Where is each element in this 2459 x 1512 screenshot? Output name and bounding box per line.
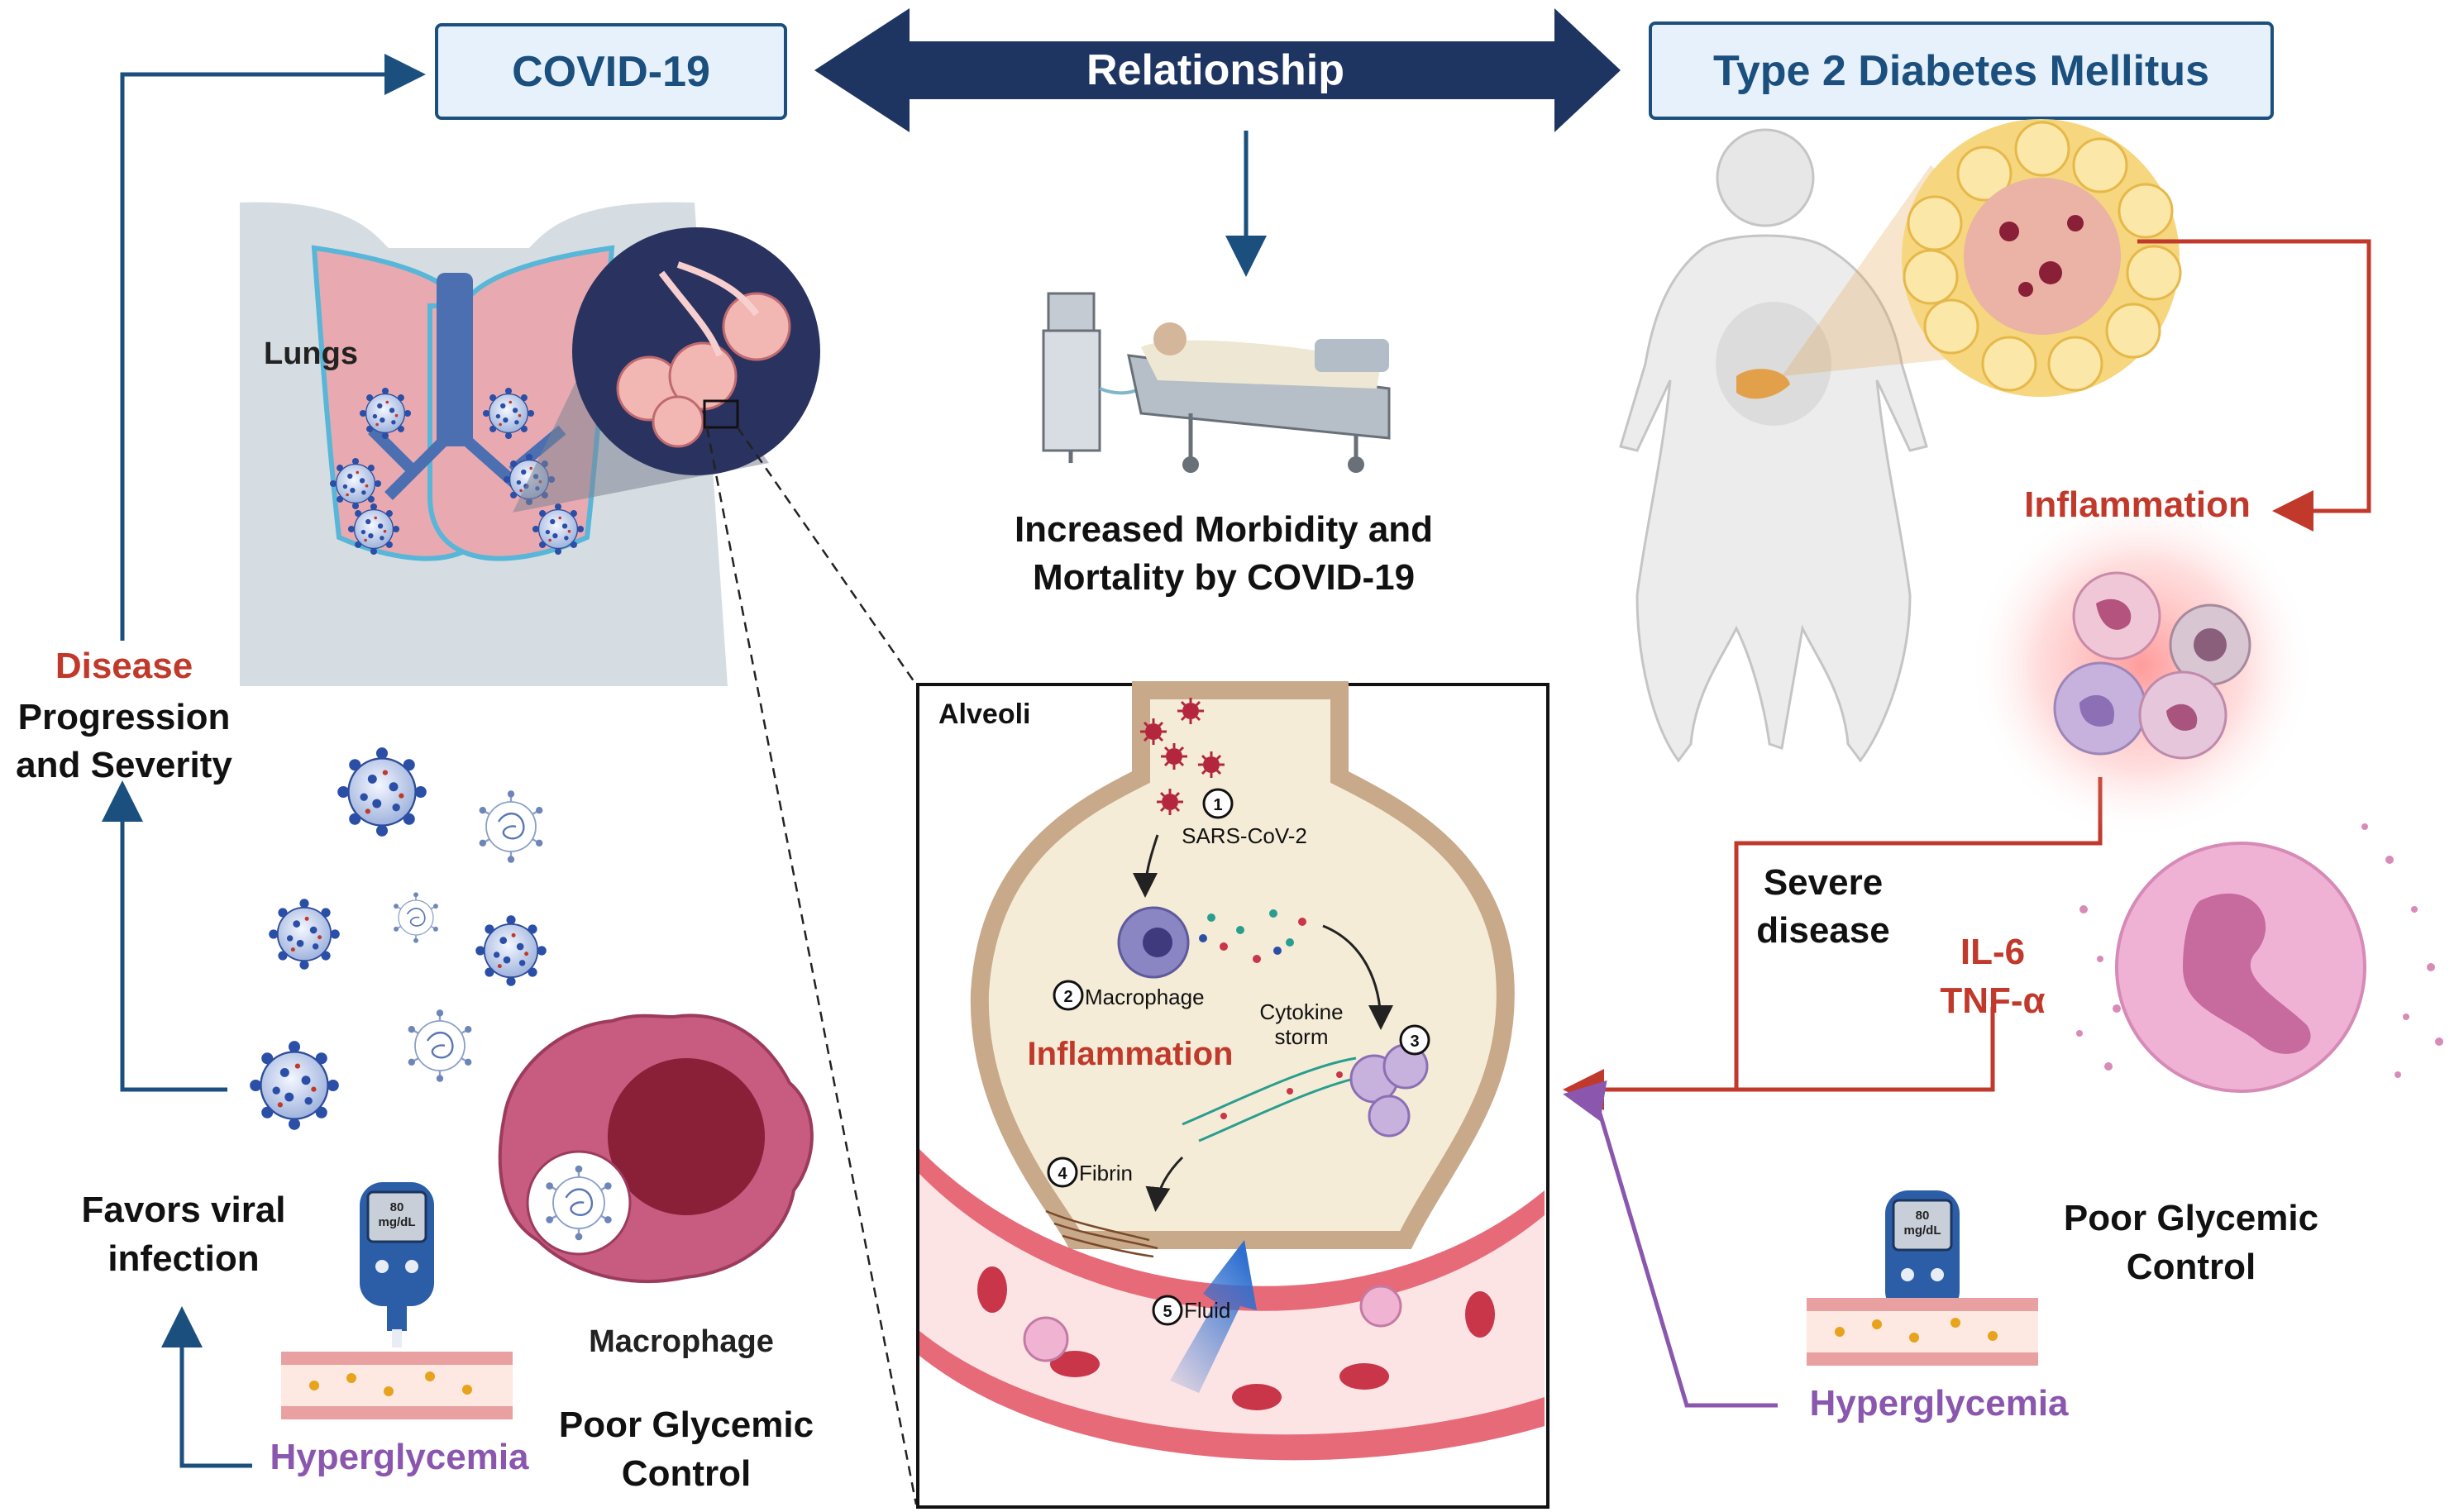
alveoli-title: Alveoli [938,699,1030,730]
step1-number: 1 [1213,796,1222,814]
favors-line1: Favors viral [81,1190,285,1230]
right-hyperglycemia-arrow [1563,1080,1778,1408]
text-layer: COVID-19 Relationship Type 2 Diabetes Me… [16,46,2318,1494]
alveoli-inflammation-label: Inflammation [1028,1036,1234,1072]
neutrophil-illustration [2076,823,2443,1093]
covid-header-box [435,23,787,120]
header [435,8,2274,277]
virus-cluster [249,746,547,1131]
step4-label: Fibrin [1079,1161,1133,1185]
ventilator-bed-illustration [1042,292,1391,473]
outcome-line1: Increased Morbidity and [1015,509,1433,550]
macrophage-illustration [498,1014,814,1283]
cytokine-line1: Cytokine [1259,999,1343,1024]
left-meter-unit: mg/dL [379,1215,416,1229]
cytokine-line2: storm [1275,1024,1329,1049]
favors-line2: infection [107,1238,259,1279]
right-hyperglycemia-label: Hyperglycemia [1809,1383,2069,1424]
t2dm-header-label: Type 2 Diabetes Mellitus [1713,47,2209,95]
step3-number: 3 [1410,1033,1419,1051]
lungs-illustration [240,202,918,1505]
left-macrophage-label: Macrophage [589,1324,774,1359]
body-illustration [1619,119,2182,763]
right-glycemic-line2: Control [2127,1247,2256,1287]
outcome-line2: Mortality by COVID-19 [1033,557,1415,598]
right-inflammation-label: Inflammation [2024,484,2251,525]
covid-header-label: COVID-19 [512,48,710,96]
right-meter-value: 80 [1916,1209,1930,1223]
inflammation-cells [1968,492,2315,839]
t2dm-header-box [1649,21,2274,120]
severe-line2: disease [1756,910,1889,951]
alveoli-panel [916,681,1549,1509]
fluid-arrow [1170,1240,1257,1393]
tnf-label: TNF-α [1940,980,2045,1021]
left-glycemic-line1: Poor Glycemic [559,1405,814,1445]
relationship-double-arrow [814,8,1621,132]
step4-number: 4 [1058,1165,1067,1183]
step1-label: SARS-CoV-2 [1182,823,1307,848]
severe-line1: Severe [1764,862,1883,903]
right-meter-unit: mg/dL [1904,1223,1941,1238]
lungs-label: Lungs [264,336,358,371]
left-flow-arrows [102,54,426,1468]
step5-number: 5 [1163,1303,1172,1321]
progression-line1: Progression [18,697,231,737]
il6-label: IL-6 [1960,932,2025,972]
left-glycemic-line2: Control [622,1453,751,1494]
step2-number: 2 [1063,988,1072,1006]
left-hyperglycemia-label: Hyperglycemia [270,1437,529,1477]
left-meter-value: 80 [390,1200,404,1214]
right-glycemic-line1: Poor Glycemic [2064,1198,2318,1238]
disease-label: Disease [55,646,193,686]
step2-label: Macrophage [1085,985,1205,1009]
progression-line2: and Severity [16,745,232,785]
relationship-label: Relationship [1086,46,1344,94]
step5-label: Fluid [1184,1298,1230,1323]
